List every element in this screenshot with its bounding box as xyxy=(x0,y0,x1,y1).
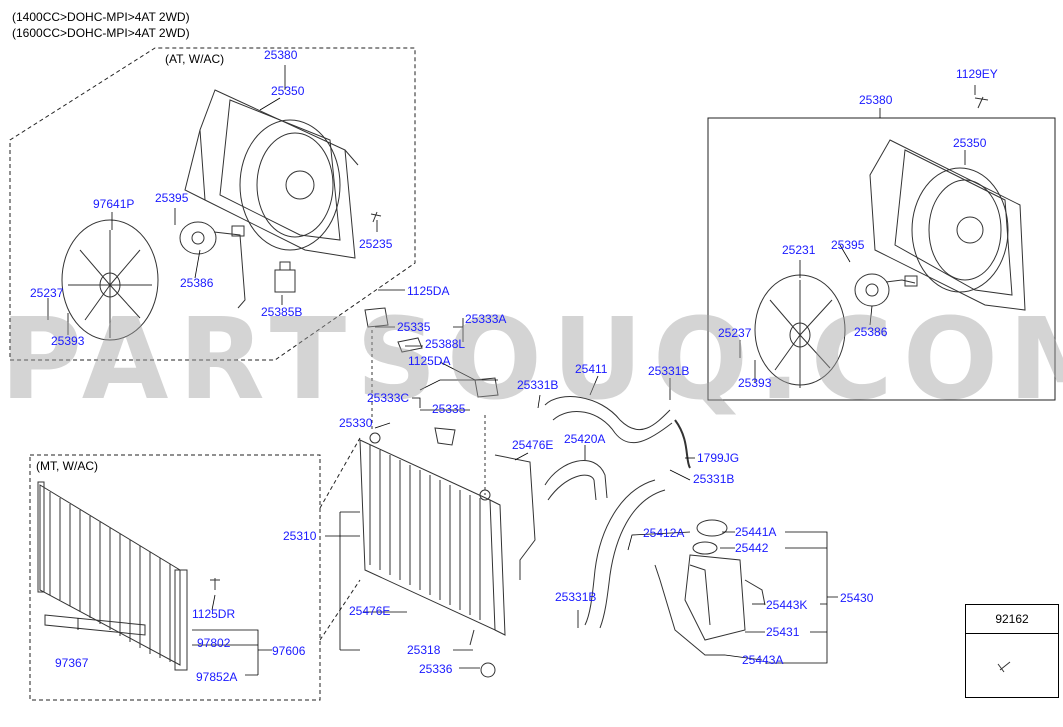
part-label-25237-right[interactable]: 25237 xyxy=(718,326,752,340)
upper-hose xyxy=(544,396,673,444)
lower-hose xyxy=(584,479,666,629)
part-label-25318[interactable]: 25318 xyxy=(407,643,441,657)
part-label-97606[interactable]: 97606 xyxy=(272,644,306,658)
part-label-25441a[interactable]: 25441A xyxy=(735,525,777,539)
at-group-outline xyxy=(9,47,416,361)
part-label-25385b[interactable]: 25385B xyxy=(261,305,303,319)
left-fan-motor xyxy=(179,221,246,309)
part-label-25411[interactable]: 25411 xyxy=(575,362,608,376)
right-fan-shroud xyxy=(869,139,1026,311)
part-label-25331b-d[interactable]: 25331B xyxy=(555,590,597,604)
part-label-25336[interactable]: 25336 xyxy=(419,662,453,676)
part-label-1125da-top[interactable]: 1125DA xyxy=(407,284,450,298)
part-label-25333c[interactable]: 25333C xyxy=(367,391,410,405)
part-label-25237-left[interactable]: 25237 xyxy=(30,286,64,300)
part-label-25386-left[interactable]: 25386 xyxy=(180,276,214,290)
part-label-97367[interactable]: 97367 xyxy=(55,656,89,670)
part-label-25393-right[interactable]: 25393 xyxy=(738,376,772,390)
part-label-25335-top[interactable]: 25335 xyxy=(397,320,431,334)
part-label-25386-right[interactable]: 25386 xyxy=(854,325,888,339)
part-label-25395-left[interactable]: 25395 xyxy=(155,191,189,205)
part-label-25335-mid[interactable]: 25335 xyxy=(432,402,466,416)
part-label-25443a[interactable]: 25443A xyxy=(742,653,784,667)
right-fan-blade xyxy=(754,274,846,388)
part-label-25350-right[interactable]: 25350 xyxy=(953,136,987,150)
part-label-25331b-b[interactable]: 25331B xyxy=(648,364,690,378)
caption-at-wac: (AT, W/AC) xyxy=(165,52,225,66)
part-label-25330[interactable]: 25330 xyxy=(339,416,373,430)
reference-box-label[interactable]: 92162 xyxy=(966,605,1058,634)
mt-group-outline xyxy=(29,454,321,701)
overflow-hose xyxy=(544,460,608,501)
right-group-outline xyxy=(707,117,1056,401)
part-label-1125dr[interactable]: 1125DR xyxy=(192,607,236,621)
engine-spec-line-2: (1600CC>DOHC-MPI>4AT 2WD) xyxy=(12,26,190,40)
left-fan-shroud xyxy=(184,89,359,259)
part-label-25476e-top[interactable]: 25476E xyxy=(512,438,554,452)
caption-mt-wac: (MT, W/AC) xyxy=(36,459,98,473)
part-label-25395-right[interactable]: 25395 xyxy=(831,238,865,252)
part-label-25430[interactable]: 25430 xyxy=(840,591,874,605)
part-label-1125da-mid[interactable]: 1125DA xyxy=(408,354,451,368)
reservoir-tank xyxy=(684,519,766,641)
part-label-97852a[interactable]: 97852A xyxy=(196,670,238,684)
engine-spec-line-1: (1400CC>DOHC-MPI>4AT 2WD) xyxy=(12,10,190,24)
part-label-97641p[interactable]: 97641P xyxy=(93,197,135,211)
part-label-25331b-a[interactable]: 25331B xyxy=(517,378,559,392)
part-label-25476e-bottom[interactable]: 25476E xyxy=(349,604,391,618)
part-label-25331b-c[interactable]: 25331B xyxy=(693,472,735,486)
left-fan-blade xyxy=(61,219,159,341)
part-label-25443k[interactable]: 25443K xyxy=(766,598,808,612)
reference-box: 92162 xyxy=(965,604,1059,698)
part-label-25442[interactable]: 25442 xyxy=(735,541,769,555)
part-label-25380-left[interactable]: 25380 xyxy=(264,48,298,62)
part-label-25388l[interactable]: 25388L xyxy=(425,337,466,351)
part-label-97802[interactable]: 97802 xyxy=(197,636,231,650)
part-label-25350-left[interactable]: 25350 xyxy=(271,84,305,98)
part-label-25431[interactable]: 25431 xyxy=(766,625,800,639)
part-label-25235[interactable]: 25235 xyxy=(359,237,393,251)
part-label-25393-left[interactable]: 25393 xyxy=(51,334,85,348)
part-label-1799jg[interactable]: 1799JG xyxy=(697,451,740,465)
condenser xyxy=(37,481,188,671)
radiator xyxy=(359,427,506,678)
right-fan-motor xyxy=(854,273,918,307)
part-label-25380-right[interactable]: 25380 xyxy=(859,93,893,107)
part-label-25412a[interactable]: 25412A xyxy=(643,526,685,540)
part-label-25333a[interactable]: 25333A xyxy=(465,312,507,326)
part-label-25420a[interactable]: 25420A xyxy=(564,432,606,446)
part-label-25310[interactable]: 25310 xyxy=(283,529,317,543)
part-label-25231[interactable]: 25231 xyxy=(782,243,816,257)
part-label-1129ey[interactable]: 1129EY xyxy=(956,67,998,81)
